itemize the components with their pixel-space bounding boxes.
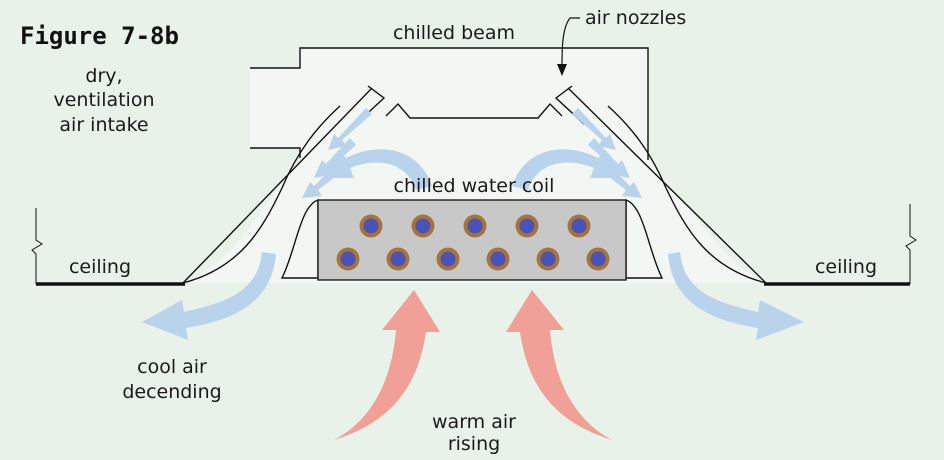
coil-tube-core — [540, 251, 556, 267]
warm-arrow-right — [506, 290, 612, 440]
coil-fairing-left — [280, 199, 319, 279]
coil-label: chilled water coil — [394, 175, 555, 197]
coil-tube-core — [490, 251, 506, 267]
air-nozzles-pointer — [561, 17, 580, 67]
beam-housing-outline-left — [250, 147, 301, 158]
air-nozzles-label: air nozzles — [585, 7, 686, 29]
ceiling-right-label: ceiling — [815, 256, 877, 278]
lip-left — [182, 105, 341, 284]
coil-tube-core — [519, 218, 535, 234]
intake-label-line2: ventilation — [53, 89, 154, 111]
coil-tube-core — [390, 251, 406, 267]
induced-arrow-right — [512, 149, 620, 190]
outer-wall-left — [182, 87, 373, 284]
descend-arrow-right — [668, 252, 804, 340]
intake-label-line1: dry, — [85, 65, 122, 87]
coil-tube-core — [590, 251, 606, 267]
jet-arrow-right-1 — [572, 108, 616, 150]
air-nozzles-arrowhead — [557, 64, 567, 76]
warm-air-label-line2: rising — [448, 433, 500, 455]
descend-arrow-left — [142, 252, 276, 340]
coil-tube-core — [415, 218, 431, 234]
break-mark-right — [905, 204, 917, 284]
plenum-inner — [385, 102, 563, 119]
coil-tube-core — [363, 218, 379, 234]
coil-tubes — [336, 214, 610, 271]
lip-right — [607, 105, 767, 284]
warm-air-label-line1: warm air — [432, 411, 516, 433]
chilled-water-coil — [317, 199, 627, 281]
warm-arrow-left — [334, 290, 440, 440]
cool-air-label-line1: cool air — [137, 356, 207, 378]
outer-wall-right — [567, 87, 767, 284]
coil-fairing-right — [625, 199, 664, 279]
jet-arrow-left-1 — [328, 108, 372, 150]
beam-housing-outline — [250, 47, 649, 160]
coil-tube-core — [340, 251, 356, 267]
induced-arrow-left — [324, 149, 432, 190]
coil-tube-core — [467, 218, 483, 234]
cool-air-arrows — [142, 108, 804, 340]
warm-air-arrows — [334, 290, 612, 440]
ceiling-left-label: ceiling — [69, 256, 131, 278]
figure-label: Figure 7-8b — [20, 22, 179, 50]
chilled-beam-label: chilled beam — [393, 22, 515, 44]
cool-air-label-line2: decending — [122, 381, 221, 403]
coil-tube-core — [571, 218, 587, 234]
intake-label-line3: air intake — [59, 114, 148, 136]
break-mark-left — [31, 208, 43, 284]
coil-tube-core — [440, 251, 456, 267]
